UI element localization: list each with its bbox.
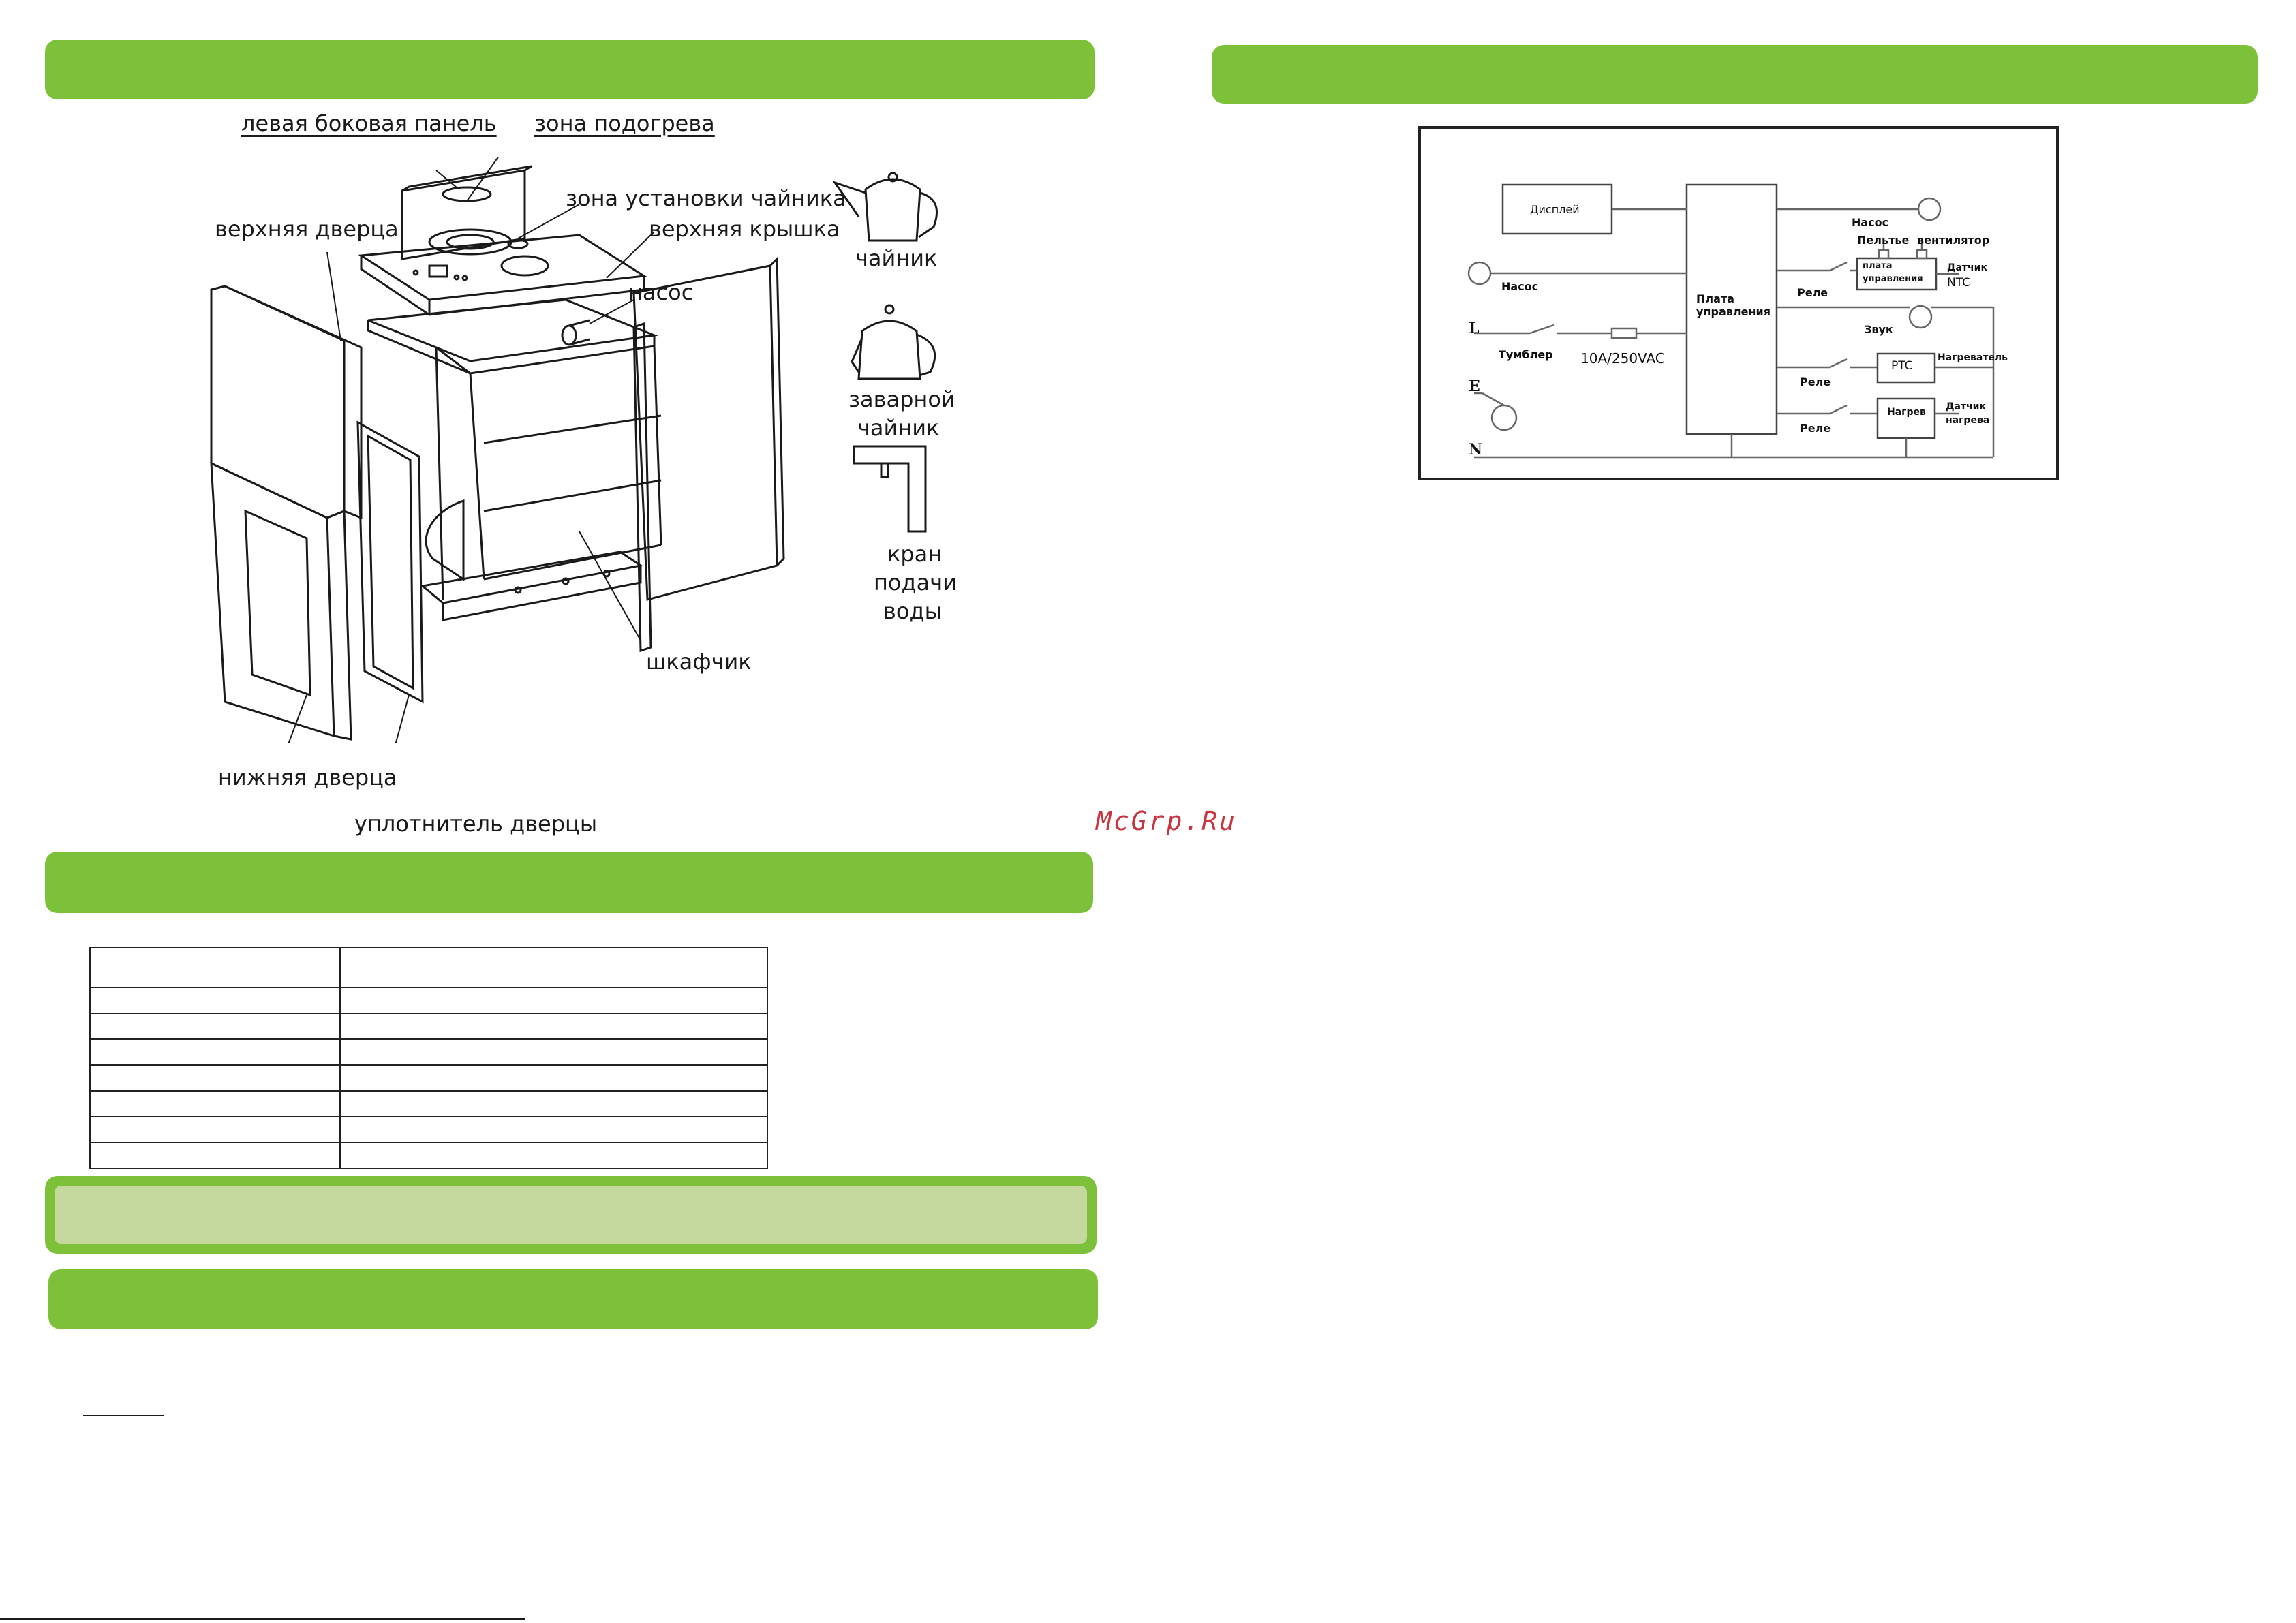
cabinet-drawing (420, 345, 662, 621)
circuit-control-board: Плата управления (1696, 292, 1771, 318)
watermark: McGrp.Ru (1096, 806, 1238, 836)
label-teapot-line2: чайник (857, 415, 940, 441)
label-cabinet: шкафчик (646, 649, 752, 675)
circuit-line-N: N (1469, 441, 1483, 459)
circuit-ntc-line1: Датчик (1947, 262, 1987, 273)
lower-door-drawing (210, 461, 352, 741)
section-header-bar-1 (45, 40, 1095, 99)
circuit-sound: Звук (1864, 323, 1893, 336)
label-pump: насос (628, 279, 694, 305)
circuit-diagram: Дисплей Плата управления Насос Тумблер 1… (1418, 126, 2059, 480)
section-header-bar-2 (45, 852, 1093, 913)
label-kettle: чайник (855, 245, 938, 271)
circuit-ntc-line2: NTC (1947, 276, 1970, 290)
table-row (89, 1038, 768, 1066)
circuit-relay2: Реле (1800, 375, 1831, 388)
label-heating-zone: зона подогрева (534, 110, 715, 136)
circuit-wiring (1467, 183, 1995, 459)
circuit-fan: вентилятор (1917, 234, 1990, 247)
circuit-peltier: Пельтье (1857, 234, 1910, 247)
circuit-relay1: Реле (1797, 286, 1828, 299)
circuit-fuse: 10A/250VAC (1580, 350, 1665, 367)
door-seal-drawing (356, 420, 424, 704)
water-tap-icon (853, 445, 927, 533)
label-lower-door: нижняя дверца (218, 764, 397, 790)
top-cover-drawing (358, 228, 647, 316)
label-upper-door: верхняя дверца (215, 216, 399, 242)
table-row (89, 1142, 768, 1169)
warning-box-inner (55, 1186, 1087, 1244)
label-tap-line3: воды (883, 598, 942, 624)
circuit-heating: Нагрев (1887, 407, 1926, 418)
pump-drawing (561, 319, 590, 346)
circuit-toggle: Тумблер (1499, 348, 1553, 361)
label-left-side-panel: левая боковая панель (241, 110, 497, 136)
label-door-seal: уплотнитель дверцы (354, 811, 598, 837)
label-top-cover: верхняя крышка (649, 216, 840, 242)
circuit-heater-ptc: Нагреватель (1938, 352, 2008, 363)
upper-door-drawing (210, 285, 363, 520)
circuit-ptc: PTC (1891, 359, 1913, 373)
circuit-pump-top: Насос (1852, 216, 1889, 229)
table-row (89, 987, 768, 1014)
underline-mark (83, 1415, 164, 1416)
label-teapot-line1: заварной (848, 386, 955, 412)
label-kettle-zone: зона установки чайника (566, 185, 846, 211)
circuit-display: Дисплей (1530, 203, 1580, 216)
kettle-icon (832, 172, 938, 242)
section-header-bar-right (1212, 45, 2258, 104)
circuit-relay3: Реле (1800, 422, 1831, 435)
right-panel-drawing (632, 256, 785, 653)
exploded-cabinet-diagram (210, 157, 785, 743)
footer-rule-left (0, 1618, 525, 1620)
table-row (89, 1013, 768, 1040)
table-row (89, 1090, 768, 1117)
circuit-heat-sensor-line1: Датчик (1946, 401, 1986, 412)
table-row (89, 1064, 768, 1092)
section-header-bar-3 (48, 1269, 1098, 1329)
warning-box (45, 1176, 1097, 1254)
circuit-sub-board: плата управления (1863, 261, 1923, 284)
label-tap-line2: подачи (874, 570, 957, 596)
spec-table (89, 947, 768, 1169)
label-tap-line1: кран (887, 541, 943, 567)
circuit-line-L: L (1469, 320, 1480, 337)
table-row (89, 1116, 768, 1143)
table-row (89, 947, 768, 988)
circuit-line-E: E (1469, 377, 1480, 395)
circuit-heat-sensor-line2: нагрева (1946, 415, 1990, 426)
circuit-pump-left: Насос (1501, 280, 1539, 293)
teapot-icon (851, 304, 936, 380)
